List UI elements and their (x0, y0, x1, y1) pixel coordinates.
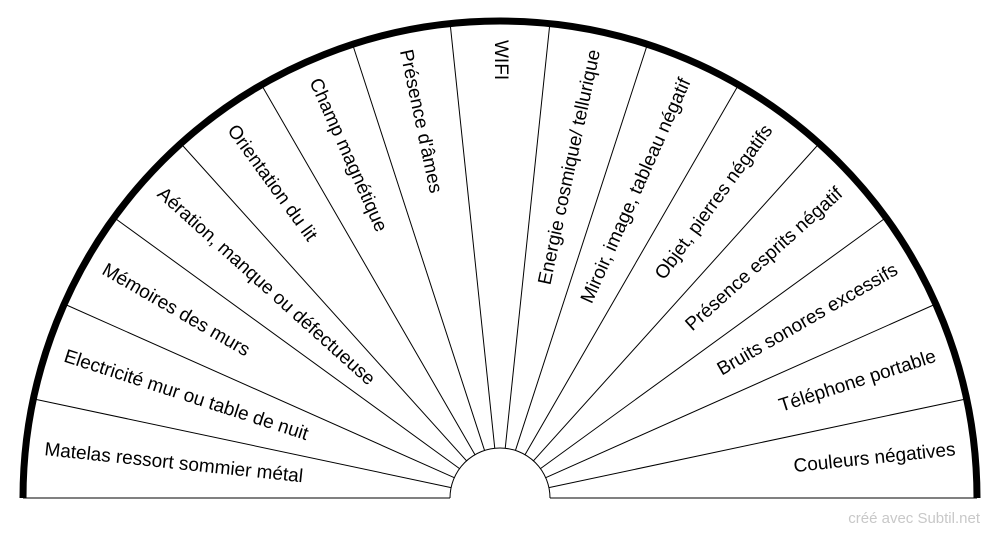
sector-label: Energie cosmique/ tellurique (535, 48, 605, 287)
sector-divider (33, 398, 452, 489)
sector-label: Couleurs négatives (793, 439, 957, 477)
outer-arc (19, 17, 981, 499)
sector-label: Matelas ressort sommier métal (43, 439, 304, 487)
sector-label: Présence d'âmes (395, 48, 446, 195)
sector-divider (113, 217, 460, 470)
sector-label: Mémoires des murs (98, 259, 253, 361)
sector-divider (533, 143, 820, 462)
sector-divider (449, 23, 496, 449)
sector-divider (64, 303, 455, 479)
sector-divider (352, 44, 486, 451)
sector-divider (180, 143, 467, 462)
sector-divider (548, 398, 967, 489)
sector-divider (504, 23, 551, 449)
sector-label: Téléphone portable (776, 346, 938, 417)
sector-label: Champ magnétique (305, 75, 392, 235)
sector-divider (540, 217, 887, 470)
footer-credit: créé avec Subtil.net (848, 510, 980, 527)
sector-label: Orientation du lit (223, 121, 322, 246)
sector-label: Electricité mur ou table de nuit (61, 346, 311, 445)
sector-divider (545, 303, 936, 479)
sector-divider (261, 84, 476, 455)
sector-label: WIFI (490, 40, 511, 80)
inner-arc (449, 447, 551, 499)
sector-divider (524, 84, 739, 455)
sector-divider (514, 44, 648, 451)
